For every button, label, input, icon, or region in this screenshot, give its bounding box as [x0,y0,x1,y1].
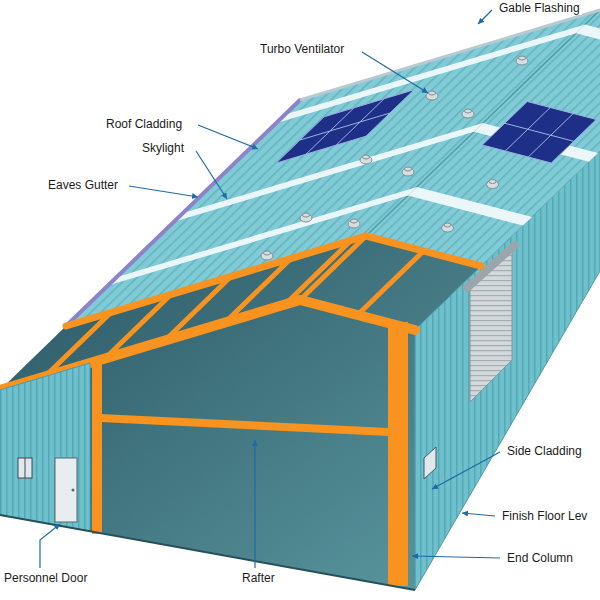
part-label: Finish Floor Lev [500,509,589,523]
part-label: Personnel Door [2,571,89,585]
part-label: Rafter [240,571,277,585]
turbo-ventilators [261,56,528,260]
part-label: Roof Cladding [104,117,184,131]
part-label: Side Cladding [505,444,584,458]
end-column [388,322,408,586]
part-label: End Column [505,551,575,565]
floor-line [0,515,415,590]
side-window [424,447,436,479]
front-cladding [0,322,415,590]
roll-up-door [470,249,512,402]
roof-cladding [66,10,600,326]
part-label: Eaves Gutter [46,178,120,192]
leader-lines [40,10,500,568]
front-window [18,458,32,478]
personnel-door [55,458,77,522]
solar-panels [276,90,596,163]
part-label: Skylight [140,141,186,155]
part-label: Gable Flashing [497,1,582,15]
interior [0,236,481,590]
part-label: Turbo Ventilator [258,42,346,56]
column [92,360,102,534]
